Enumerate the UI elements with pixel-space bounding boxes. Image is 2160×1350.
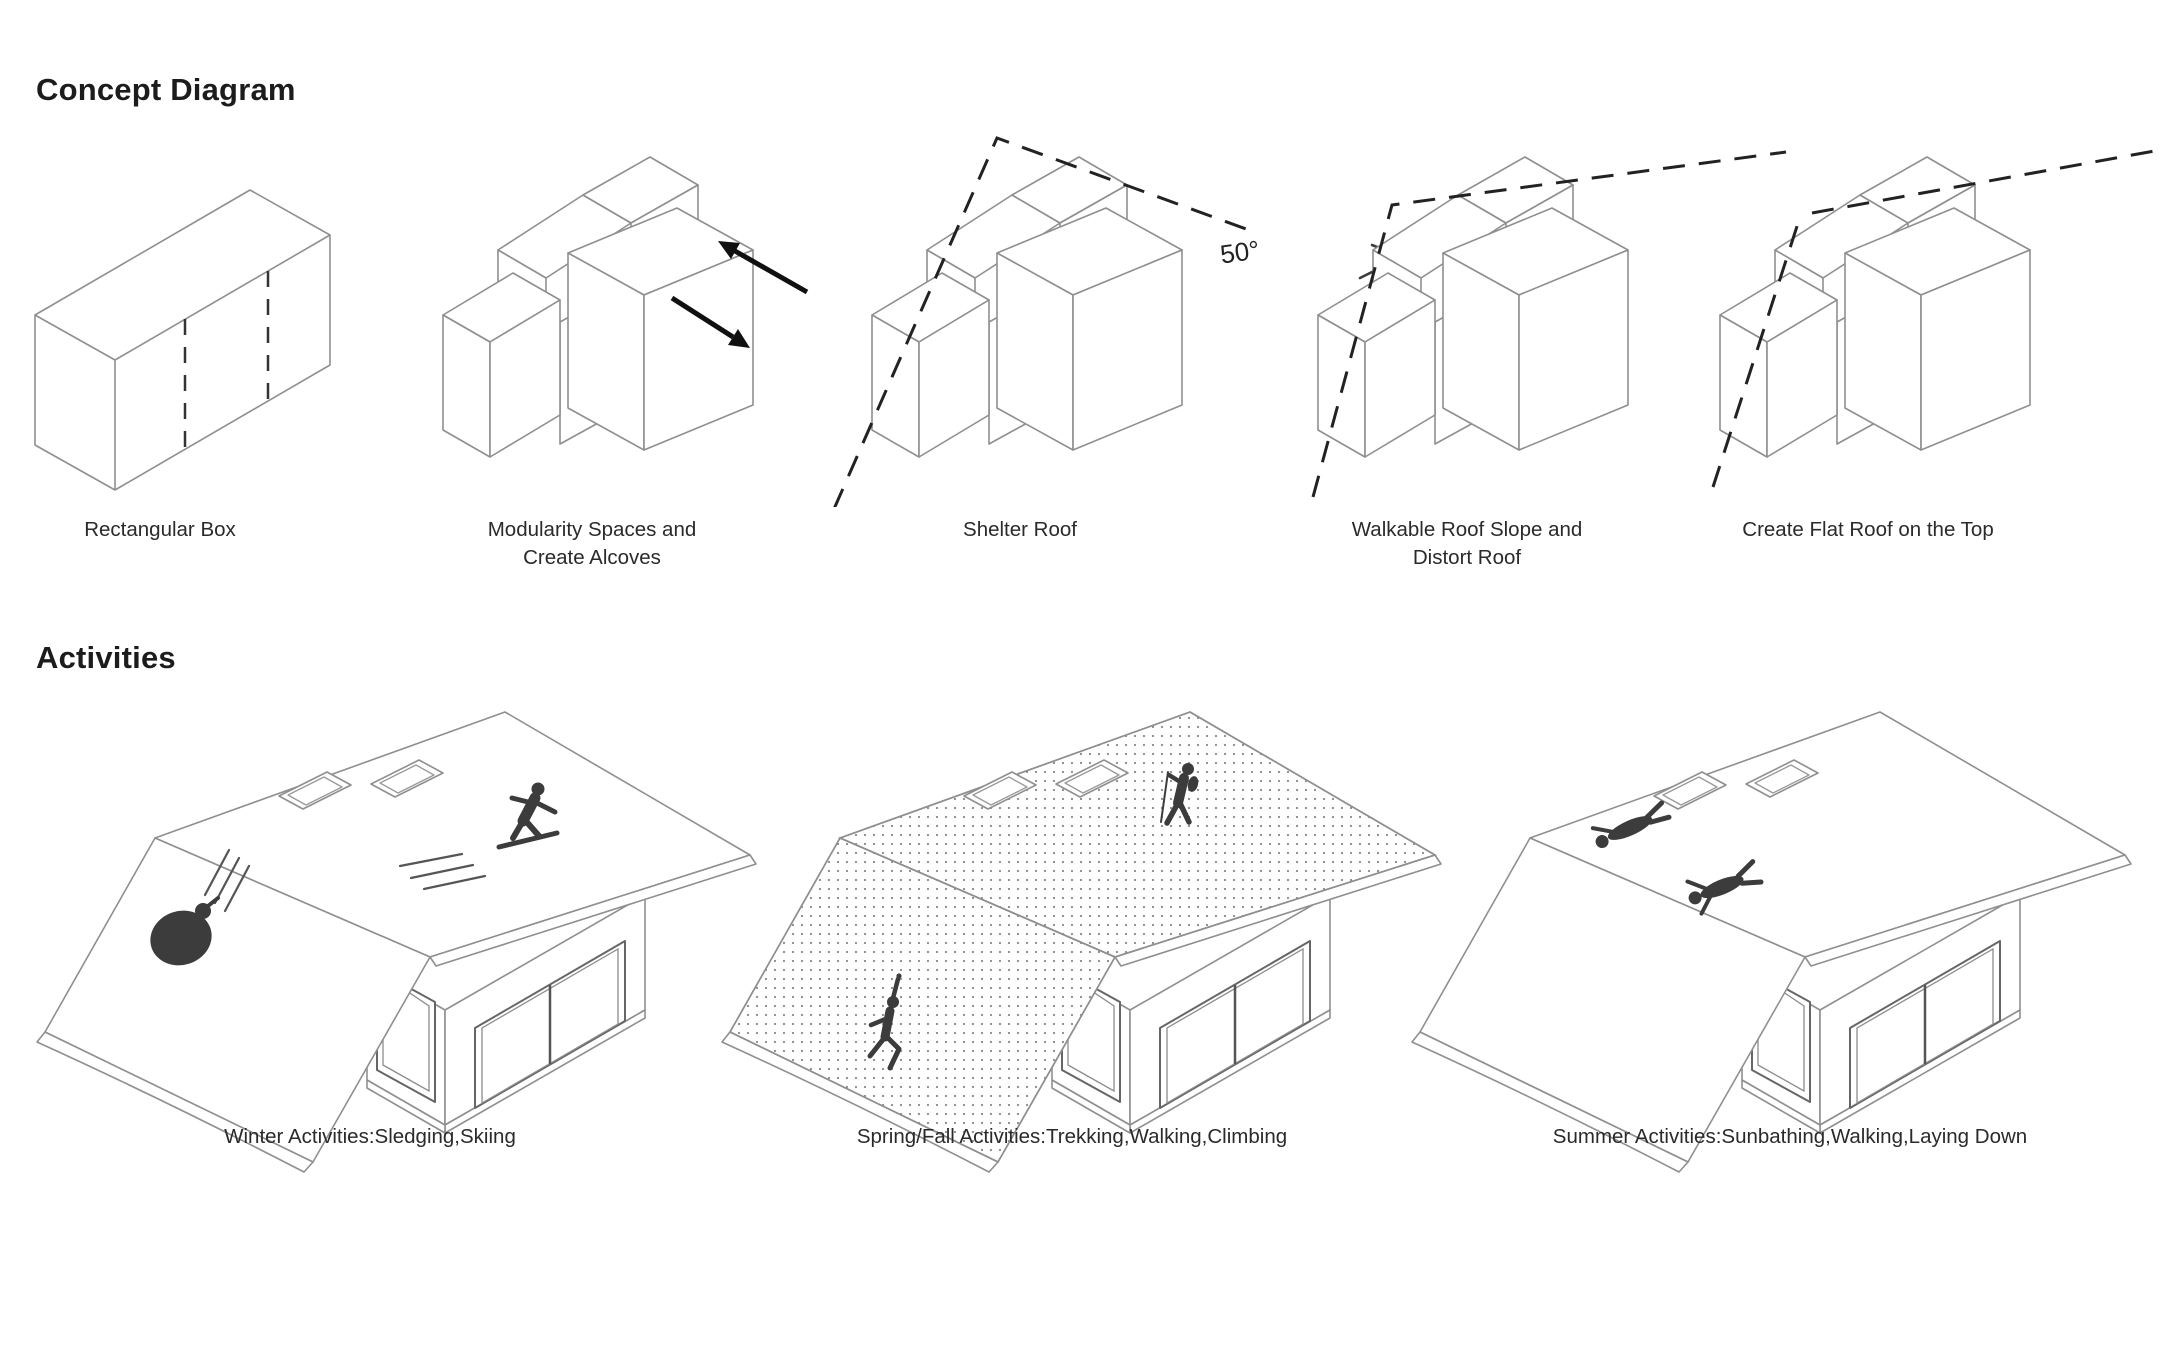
caption-summer: Summer Activities:Sunbathing,Walking,Lay… — [1552, 1125, 2028, 1148]
spring-fall-house — [722, 712, 1441, 1172]
roof-angle-label: 50° — [1218, 234, 1261, 269]
caption-flat-roof: Create Flat Roof on the Top — [1742, 518, 1994, 541]
snowboarder-figure — [398, 782, 560, 891]
push-pull-arrows — [670, 241, 809, 348]
sledge-figure — [150, 848, 251, 966]
diagram-rectangular-box — [34, 189, 331, 491]
roof-slope-line — [1311, 150, 1787, 498]
sunbather-lying-figure — [1590, 800, 1672, 849]
caption-rectangular-box: Rectangular Box — [84, 518, 236, 541]
diagram-modularity — [442, 156, 809, 458]
concept-row-drawing: 50° — [34, 136, 2160, 507]
roof-cut-line — [833, 136, 1258, 507]
activities-row-drawing — [0, 660, 2160, 1180]
climber-figure — [867, 973, 902, 1071]
diagram-walkable-roof — [1311, 150, 1787, 498]
summer-house — [1412, 712, 2131, 1172]
winter-house — [37, 712, 756, 1172]
trekker-figure — [1160, 763, 1199, 826]
caption-shelter-roof: Shelter Roof — [963, 518, 1077, 541]
caption-spring-fall: Spring/Fall Activities:Trekking,Walking,… — [856, 1125, 1288, 1148]
module-cut-lines — [183, 271, 270, 449]
caption-winter: Winter Activities:Sledging,Skiing — [224, 1125, 516, 1148]
flat-roof-line-top — [1811, 148, 2160, 215]
sunbather-spread-figure — [1685, 859, 1764, 916]
flat-roof-line — [1711, 216, 1802, 488]
diagram-shelter-roof: 50° — [833, 136, 1404, 507]
concept-diagram-heading: Concept Diagram — [36, 72, 296, 107]
diagram-flat-roof — [1711, 148, 2160, 488]
activities-heading: Activities — [36, 640, 176, 675]
caption-modularity: Modularity Spaces and Create Alcoves — [487, 518, 697, 569]
caption-walkable-roof: Walkable Roof Slope and Distort Roof — [1351, 518, 1583, 569]
